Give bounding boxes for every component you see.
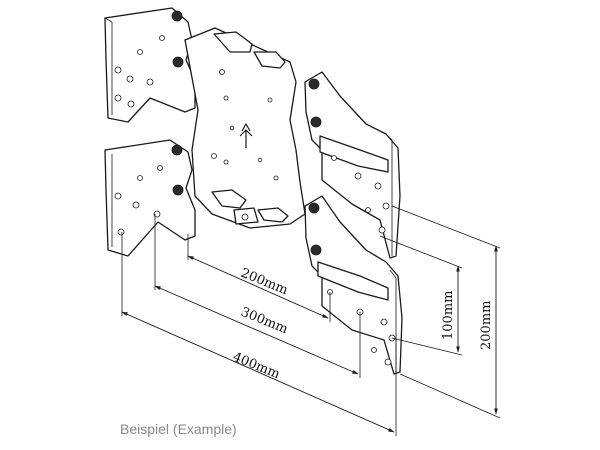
upper-left-bracket xyxy=(104,7,196,123)
lower-left-bracket xyxy=(104,139,196,257)
width-dimensions xyxy=(121,214,397,436)
dimension-200mm-width: 200mm xyxy=(239,266,290,298)
dimension-400mm-width: 400mm xyxy=(231,350,282,382)
upper-right-bracket xyxy=(304,71,401,259)
dimension-300mm-width: 300mm xyxy=(239,305,290,337)
height-dimensions xyxy=(379,205,501,419)
caption-text: Beispiel (Example) xyxy=(120,421,237,437)
central-plate xyxy=(184,27,306,229)
dimension-100mm-height: 100mm xyxy=(441,291,456,340)
dimension-200mm-height: 200mm xyxy=(479,301,494,350)
